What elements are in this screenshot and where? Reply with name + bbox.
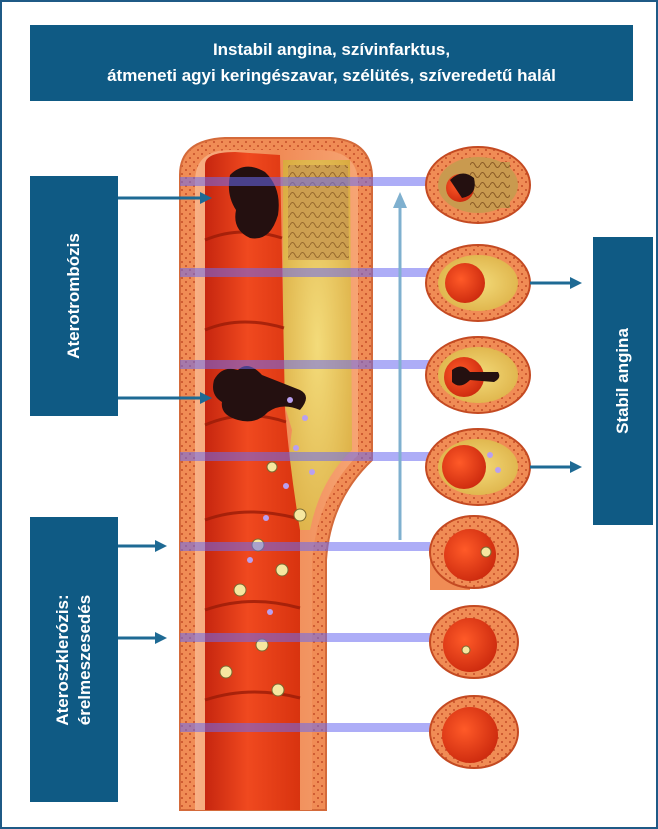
cross-section-1 [426, 147, 530, 223]
ateroszklerozis-line-2: érelmeszesedés [74, 594, 96, 725]
stabil-angina-label-box: Stabil angina [593, 237, 653, 525]
cross-section-5 [430, 516, 518, 590]
cross-section-3 [426, 337, 530, 413]
stabil-angina-label: Stabil angina [612, 328, 634, 434]
cross-section-7 [430, 696, 518, 768]
ateroszklerozis-line-1: Ateroszklerózis: [52, 594, 74, 725]
aterotrombozis-label: Aterotrombózis [63, 233, 85, 359]
cross-section-4 [426, 429, 530, 505]
cross-section-6 [430, 606, 518, 678]
cross-section-2 [426, 245, 530, 321]
longitudinal-artery [180, 138, 372, 810]
ateroszklerozis-label-box: Ateroszklerózis: érelmeszesedés [30, 517, 118, 802]
aterotrombozis-label-box: Aterotrombózis [30, 176, 118, 416]
ateroszklerozis-label: Ateroszklerózis: érelmeszesedés [52, 594, 96, 725]
